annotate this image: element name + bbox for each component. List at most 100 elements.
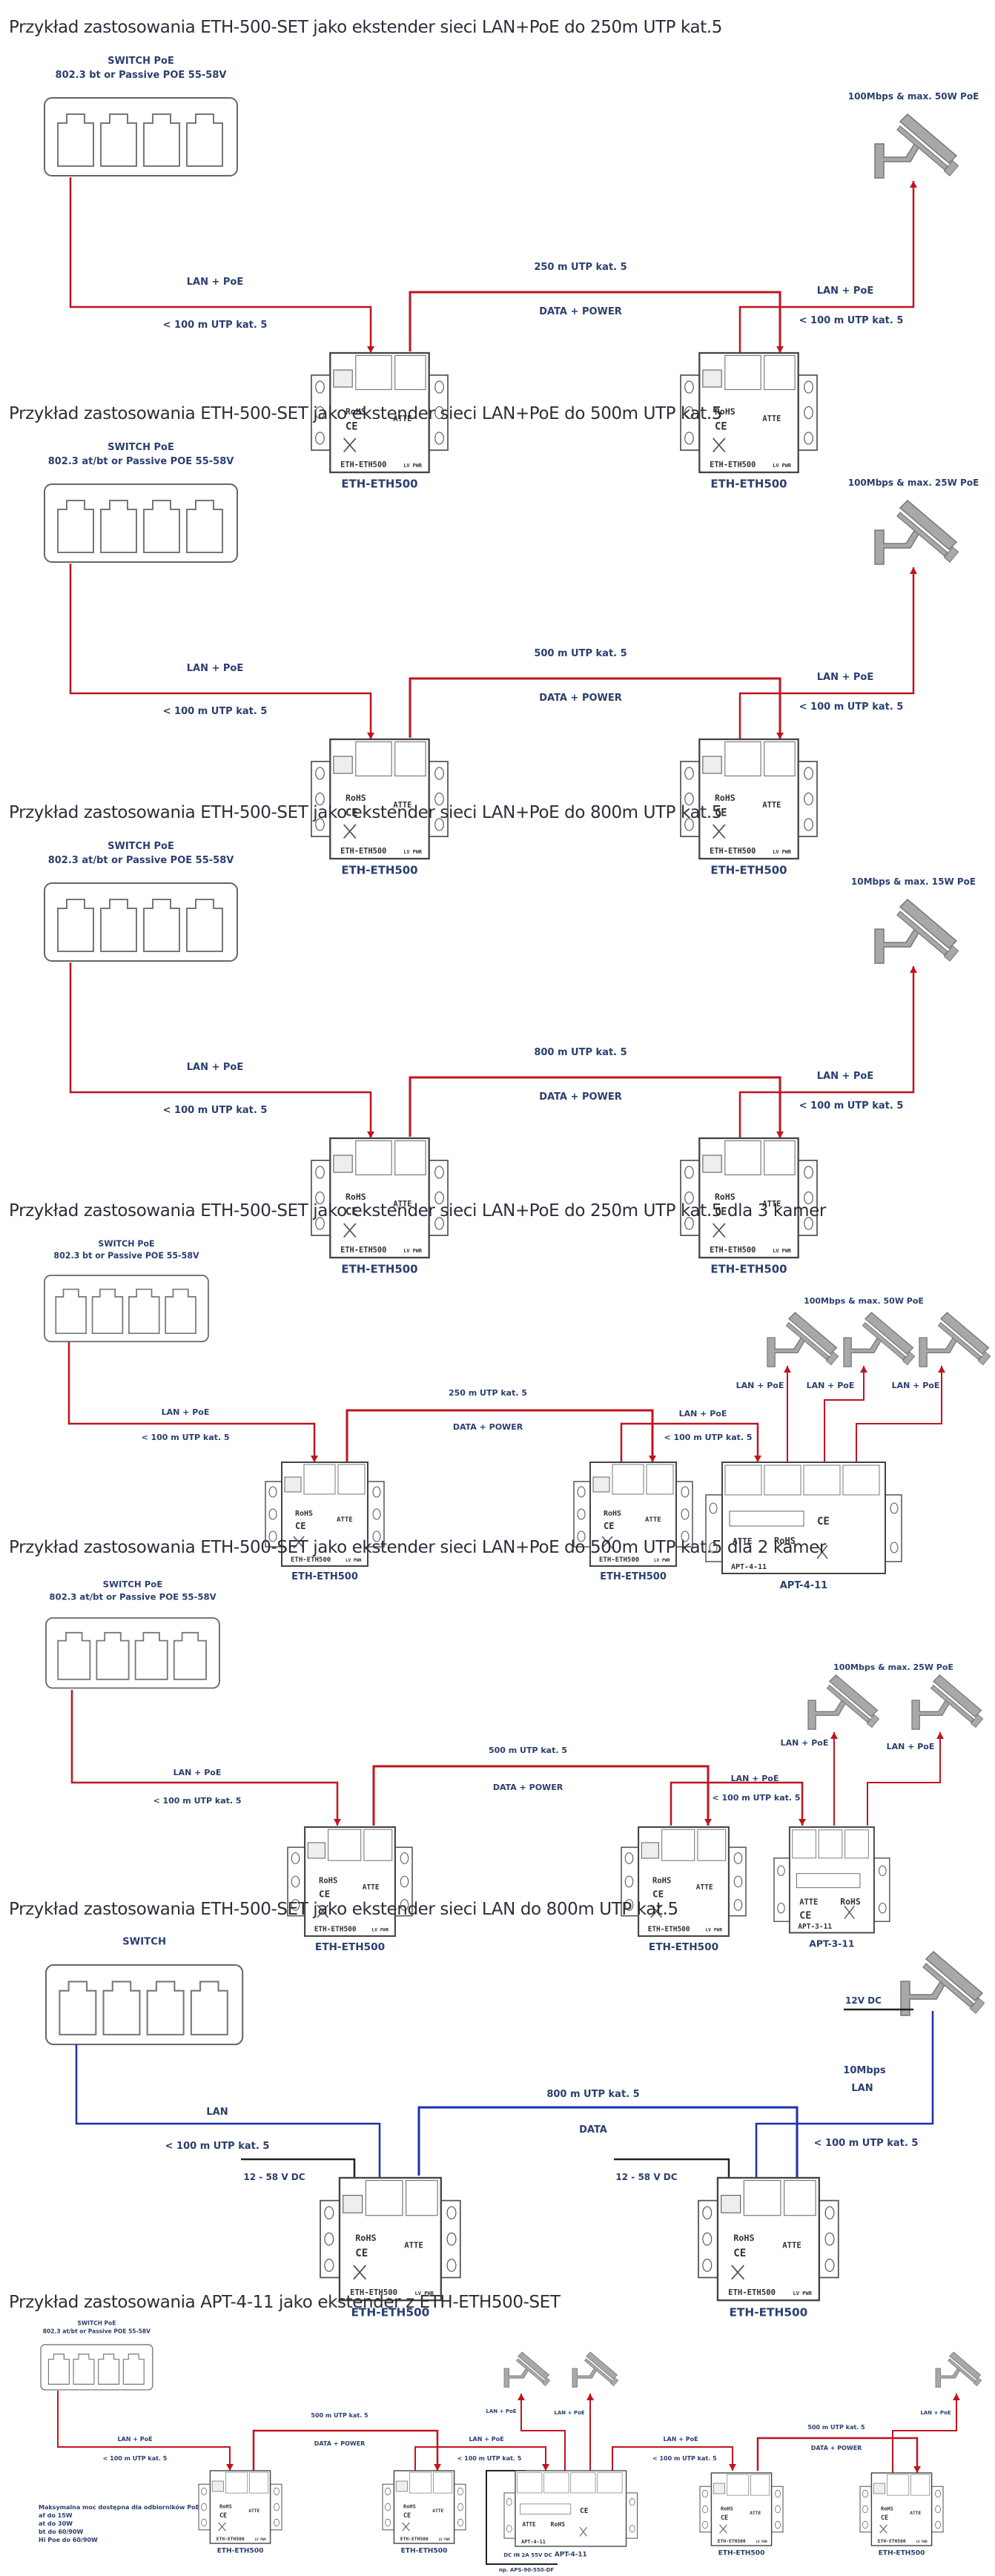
weee-bin-icon — [879, 2524, 887, 2534]
link-label: LAN + PoE — [469, 2436, 503, 2443]
camera-lens — [825, 1351, 839, 1366]
switch-label: 802.3 at/bt or Passive POE 55-58V — [48, 855, 234, 866]
rj45-port-icon — [803, 1464, 841, 1496]
screw-hole-icon — [702, 2520, 708, 2529]
screw-hole-icon — [291, 1852, 300, 1864]
screw-hole-icon — [824, 2232, 835, 2246]
camera-lens — [977, 1351, 991, 1366]
screw-hole-icon — [400, 1899, 409, 1911]
camera-housing — [518, 2351, 550, 2380]
terminal-block-icon — [333, 756, 353, 774]
link-label: LAN + PoE — [807, 1381, 855, 1390]
link-label: < 100 m UTP kat. 5 — [712, 1793, 800, 1803]
link-label: LAN — [851, 2083, 873, 2094]
link-label: < 100 m UTP kat. 5 — [814, 2138, 919, 2149]
led-labels: LV PWR — [773, 849, 792, 855]
camera-housing — [932, 1674, 982, 1717]
camera-visor — [930, 1684, 975, 1723]
link-label: LAN — [206, 2107, 228, 2118]
section-title: Przykład zastosowania ETH-500-SET jako e… — [9, 803, 723, 822]
poe-link-switch — [69, 564, 372, 739]
ce-mark: CE — [817, 1516, 830, 1528]
dc-power-cable-1 — [241, 2158, 356, 2178]
rj45-port-icon — [724, 1140, 761, 1176]
cctv-camera-icon — [572, 2351, 619, 2388]
arrow-head-icon — [367, 346, 374, 353]
switch-label: 802.3 bt or Passive POE 55-58V — [56, 70, 227, 81]
link-label: 250 m UTP kat. 5 — [449, 1388, 527, 1398]
poe-link-camera — [738, 567, 915, 739]
screw-hole-icon — [702, 2489, 708, 2498]
screw-hole-icon — [324, 2232, 334, 2246]
device-model-print: ETH-ETH500 — [340, 460, 386, 469]
switch-label: 802.3 at/bt or Passive POE 55-58V — [48, 456, 234, 467]
switch-device — [44, 882, 238, 962]
device-model-print: ETH-ETH500 — [350, 2288, 397, 2297]
screw-hole-icon — [709, 1542, 718, 1553]
weee-bin-icon — [343, 1223, 357, 1238]
screw-hole-icon — [315, 432, 325, 445]
link-label: < 100 m UTP kat. 5 — [799, 701, 904, 713]
rj45-port-icon — [784, 2179, 816, 2216]
ce-mark: CE — [346, 808, 358, 819]
led-labels: LV PWR — [403, 463, 423, 469]
link-label: LAN + PoE — [187, 663, 244, 674]
screw-hole-icon — [733, 1852, 743, 1864]
poe-trunk-link-2 — [756, 2437, 919, 2473]
brand-logo: ATTE — [782, 2240, 801, 2250]
weee-bin-icon — [719, 2524, 727, 2534]
link-label: < 100 m UTP kat. 5 — [165, 2141, 270, 2152]
rj45-port-icon — [570, 2472, 596, 2494]
camera-lens — [541, 2377, 551, 2387]
rj45-port-icon — [303, 1464, 336, 1495]
screw-hole-icon — [624, 1875, 634, 1888]
cctv-camera-icon — [900, 1950, 985, 2016]
rj45-port-icon — [697, 1829, 727, 1861]
arrow-head-icon — [936, 1732, 944, 1739]
screw-hole-icon — [434, 1166, 444, 1179]
screw-hole-icon — [935, 2489, 941, 2498]
rj45-port-icon — [394, 1140, 426, 1176]
dc-in-label: np. APS-90-550-DF — [499, 2567, 555, 2573]
rj45-port-icon — [186, 113, 223, 167]
switch-device — [44, 1964, 244, 2046]
screw-hole-icon — [702, 2259, 713, 2272]
diagram-section-6: Przykład zastosowania ETH-500-SET jako e… — [0, 1900, 995, 2319]
camera-housing — [939, 1312, 990, 1355]
screw-hole-icon — [324, 2259, 334, 2272]
arrow-head-icon — [910, 966, 917, 973]
screw-hole-icon — [434, 406, 444, 420]
screw-hole-icon — [201, 2487, 207, 2496]
weee-bin-icon — [353, 2265, 367, 2280]
rj45-port-icon — [743, 2179, 781, 2216]
rj45-port-icon — [186, 899, 223, 952]
screw-hole-icon — [434, 1217, 444, 1230]
diagram-section-3: Przykład zastosowania ETH-500-SET jako e… — [0, 803, 995, 1276]
section-title: Przykład zastosowania ETH-500-SET jako e… — [9, 1201, 826, 1221]
poe-link-cam2 — [867, 1732, 941, 1826]
camera-housing — [864, 1312, 914, 1355]
camera-visor — [584, 2358, 613, 2383]
brand-logo: ATTE — [910, 2511, 921, 2516]
arrow-head-icon — [830, 1732, 838, 1739]
poe-link-switch — [69, 177, 372, 353]
arrow-head-icon — [311, 1456, 318, 1462]
rj45-port-icon — [100, 899, 137, 952]
poe-trunk-link — [409, 1076, 781, 1138]
camera-lens — [943, 160, 959, 176]
led-labels: LV PWR — [255, 2537, 267, 2541]
led-labels: LV PWR — [654, 1558, 670, 1563]
screw-hole-icon — [777, 1865, 785, 1877]
arrow-head-icon — [729, 2464, 736, 2471]
device-caption: ETH-ETH500 — [729, 2305, 807, 2319]
arrow-head-icon — [953, 2394, 960, 2400]
rj45-port-icon — [612, 1464, 644, 1495]
link-label: < 100 m UTP kat. 5 — [163, 706, 268, 717]
